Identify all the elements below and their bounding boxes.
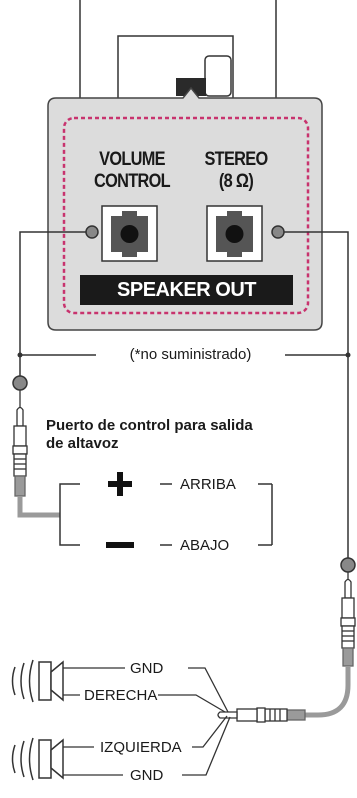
gnd-bottom-label: GND: [130, 767, 164, 784]
up-label: ARRIBA: [180, 476, 236, 493]
control-port-title: Puerto de control para salida de altavoz: [46, 417, 253, 452]
not-supplied-note: (*no suministrado): [129, 346, 252, 363]
speaker-left-icon: [11, 737, 123, 781]
left-cable-node: [12, 375, 28, 391]
volume-control-label: VOLUME CONTROL: [94, 149, 171, 192]
speaker-plug-horizontal: [217, 707, 306, 723]
speaker-out-label: SPEAKER OUT: [117, 279, 256, 301]
stereo-label: STEREO (8 Ω): [204, 149, 268, 192]
speaker-right-icon: [11, 659, 125, 703]
speaker-cable: [305, 666, 351, 718]
jack-leader-lines: [19, 225, 349, 562]
down-label: ABAJO: [180, 537, 230, 554]
right-channel-label: DERECHA: [84, 687, 158, 704]
speaker-wires: [158, 667, 231, 776]
left-channel-label: IZQUIERDA: [100, 739, 182, 756]
device-body: [79, 0, 277, 105]
stereo-speaker-jack: [206, 205, 263, 262]
plus-sign: [108, 472, 132, 496]
speaker-plug-vertical: [340, 572, 356, 667]
minus-sign: [106, 542, 134, 548]
control-bracket: [59, 483, 273, 546]
control-cable: [17, 496, 60, 518]
control-plug: [12, 390, 28, 497]
speaker-out-bar: [80, 275, 293, 305]
volume-control-jack: [101, 205, 158, 262]
gnd-top-label: GND: [130, 660, 164, 677]
right-cable-node: [340, 557, 356, 573]
zoom-panel: [47, 86, 323, 331]
